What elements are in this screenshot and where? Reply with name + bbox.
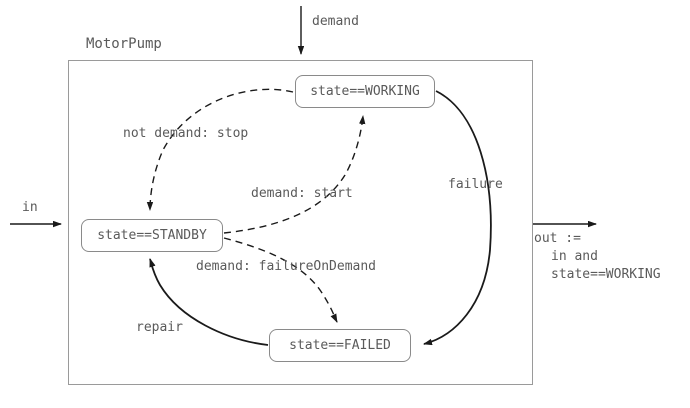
- component-title: MotorPump: [86, 36, 162, 52]
- transition-label-failure-on-demand: demand: failureOnDemand: [196, 259, 377, 274]
- state-node-working[interactable]: state==WORKING: [295, 75, 435, 108]
- state-node-failed[interactable]: state==FAILED: [269, 329, 411, 362]
- component-container: [68, 60, 533, 385]
- edge-start: [223, 115, 366, 234]
- in-port-label: in: [22, 200, 38, 215]
- edge-failure-on-demand: [223, 237, 338, 323]
- out-expression-line1: out :=: [534, 231, 581, 246]
- state-node-standby[interactable]: state==STANDBY: [81, 219, 223, 252]
- transition-label-stop: not demand: stop: [123, 126, 249, 141]
- edge-repair: [149, 258, 269, 346]
- edge-stop: [146, 88, 294, 211]
- edge-failure: [423, 90, 492, 346]
- out-expression-line2: in and: [551, 249, 598, 264]
- transition-label-failure: failure: [448, 177, 503, 192]
- transition-label-start: demand: start: [251, 186, 353, 201]
- demand-port-label: demand: [312, 14, 359, 29]
- transition-label-repair: repair: [136, 320, 183, 335]
- out-expression-line3: state==WORKING: [551, 267, 661, 282]
